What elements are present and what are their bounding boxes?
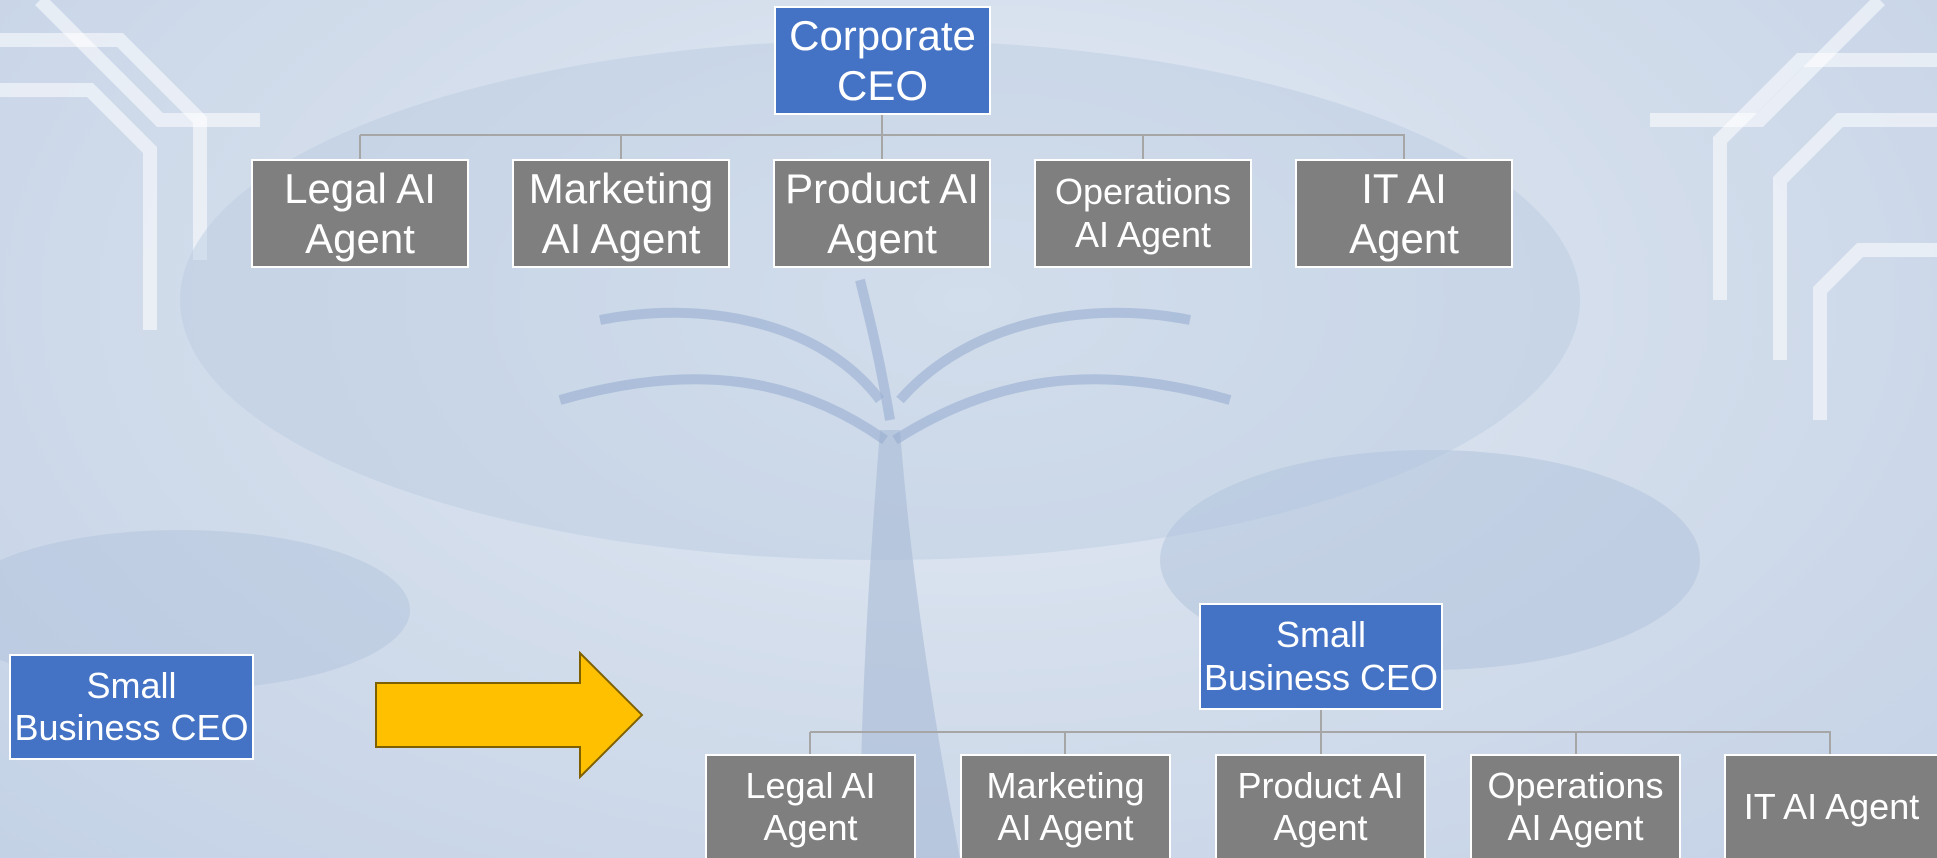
box-label: Business CEO [1203,656,1439,698]
box-label: Legal AI [284,165,436,213]
corporate-marketing-agent-box: Marketing AI Agent [512,159,730,268]
box-label: Agent [1273,807,1368,848]
corporate-it-agent-box: IT AI Agent [1295,159,1513,268]
small-business-ceo-box-left: Small Business CEO [9,654,254,760]
small-marketing-agent-box: Marketing AI Agent [960,754,1171,858]
corporate-ceo-box: Corporate CEO [774,6,991,115]
box-label: CEO [836,61,928,109]
box-label: Marketing [528,165,714,213]
box-label: AI Agent [1507,807,1644,848]
box-label: Small [1275,614,1367,656]
small-business-ceo-box-right: Small Business CEO [1199,603,1443,710]
box-label: Agent [827,214,937,262]
box-label: Agent [763,807,858,848]
box-label: IT AI Agent [1743,785,1920,827]
box-label: Corporate [789,12,976,60]
box-label: AI Agent [1074,213,1212,255]
corporate-product-agent-box: Product AI Agent [773,159,991,268]
box-label: AI Agent [541,214,701,262]
box-label: Product AI [785,165,979,213]
box-label: Small [86,664,177,706]
box-label: Operations [1487,764,1664,806]
corporate-operations-agent-box: Operations AI Agent [1034,159,1252,268]
box-label: Marketing [986,764,1145,806]
box-label: IT AI [1361,165,1447,213]
box-label: Product AI [1237,764,1404,806]
box-label: Business CEO [14,707,249,748]
small-it-agent-box: IT AI Agent [1724,754,1937,858]
box-label: Operations [1054,171,1232,213]
box-label: Legal AI [745,764,876,806]
box-label: Agent [305,214,415,262]
corporate-legal-agent-box: Legal AI Agent [251,159,469,268]
small-legal-agent-box: Legal AI Agent [705,754,916,858]
small-product-agent-box: Product AI Agent [1215,754,1426,858]
right-arrow-icon [375,651,644,779]
box-label: AI Agent [997,807,1134,848]
small-operations-agent-box: Operations AI Agent [1470,754,1681,858]
box-label: Agent [1349,214,1459,262]
